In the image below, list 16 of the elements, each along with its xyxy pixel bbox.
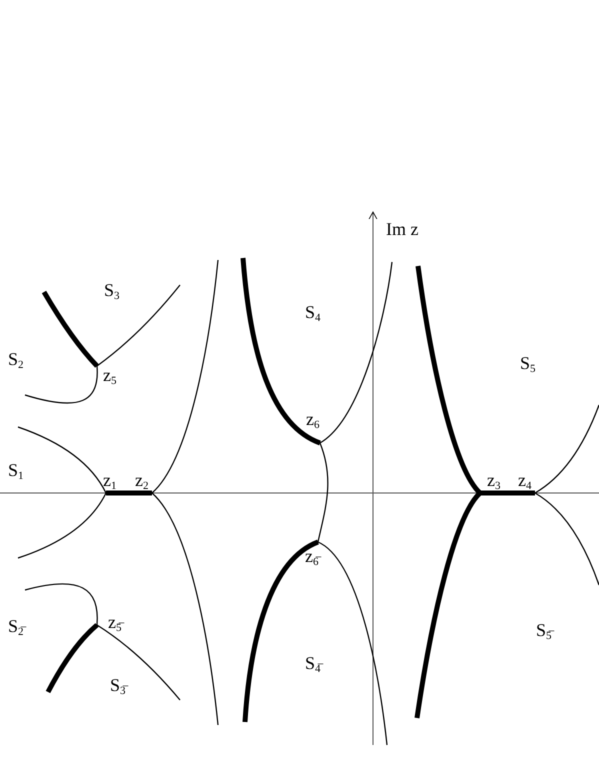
point-label: z$_{6}$ bbox=[306, 409, 320, 429]
point-label: z$_{2}$ bbox=[135, 470, 148, 490]
region-label: S$_{5̅}$ bbox=[536, 620, 552, 640]
point-label: z$_{5}$ bbox=[103, 365, 116, 385]
region-label: S$_{4̅}$ bbox=[305, 653, 321, 673]
region-label: S$_{1}$ bbox=[8, 460, 24, 480]
region-label: S$_{2}$ bbox=[8, 349, 24, 369]
region-label: S$_{3}$ bbox=[104, 280, 120, 300]
axis-label: Im z bbox=[386, 219, 418, 239]
region-label: S$_{3̅}$ bbox=[110, 675, 126, 695]
point-label: z$_{3}$ bbox=[487, 470, 500, 490]
region-label: S$_{4}$ bbox=[305, 302, 321, 322]
point-label: z$_{4}$ bbox=[518, 470, 532, 490]
region-label: S$_{2̅}$ bbox=[8, 616, 24, 636]
region-label: S$_{5}$ bbox=[520, 353, 536, 373]
point-label: z$_{1}$ bbox=[103, 470, 116, 490]
